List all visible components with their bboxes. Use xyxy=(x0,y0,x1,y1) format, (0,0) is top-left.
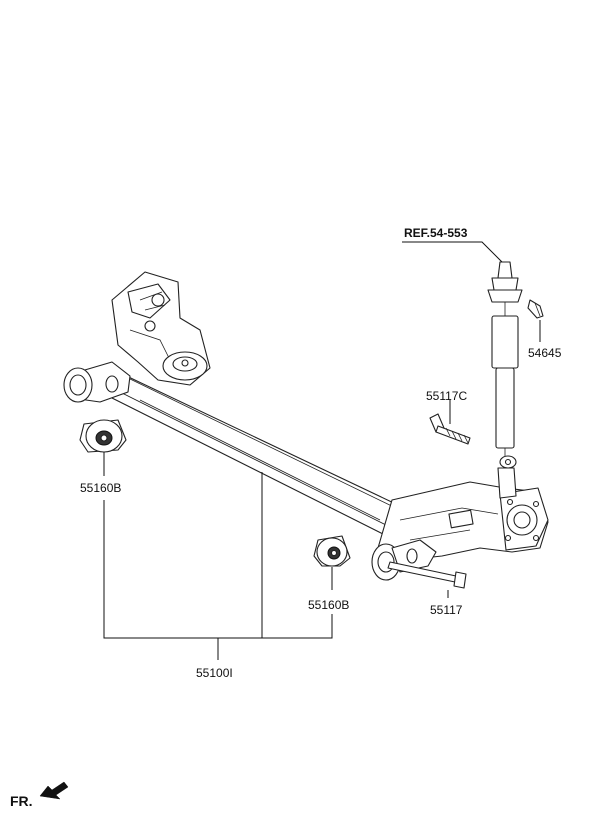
part-label-axle: 55100I xyxy=(196,666,233,680)
shock-top-bolt xyxy=(527,299,544,319)
front-direction-marker: FR. xyxy=(10,781,69,809)
part-label-55117c: 55117C xyxy=(426,389,467,403)
left-bushing-part xyxy=(79,419,127,453)
right-bushing-part xyxy=(313,535,351,567)
reference-label: REF.54-553 xyxy=(404,226,468,240)
part-label-55117: 55117 xyxy=(430,603,463,617)
front-direction-arrow-icon xyxy=(39,781,69,800)
upper-bolt xyxy=(429,413,471,445)
torsion-beam-axle xyxy=(63,271,549,581)
part-label-left-bushing: 55160B xyxy=(80,481,121,495)
front-direction-label: FR. xyxy=(10,793,33,809)
shock-absorber xyxy=(487,261,523,469)
part-label-right-bushing: 55160B xyxy=(308,598,349,612)
lower-bolt xyxy=(387,561,467,589)
part-label-54645: 54645 xyxy=(528,346,562,360)
leader-lines xyxy=(103,241,541,660)
